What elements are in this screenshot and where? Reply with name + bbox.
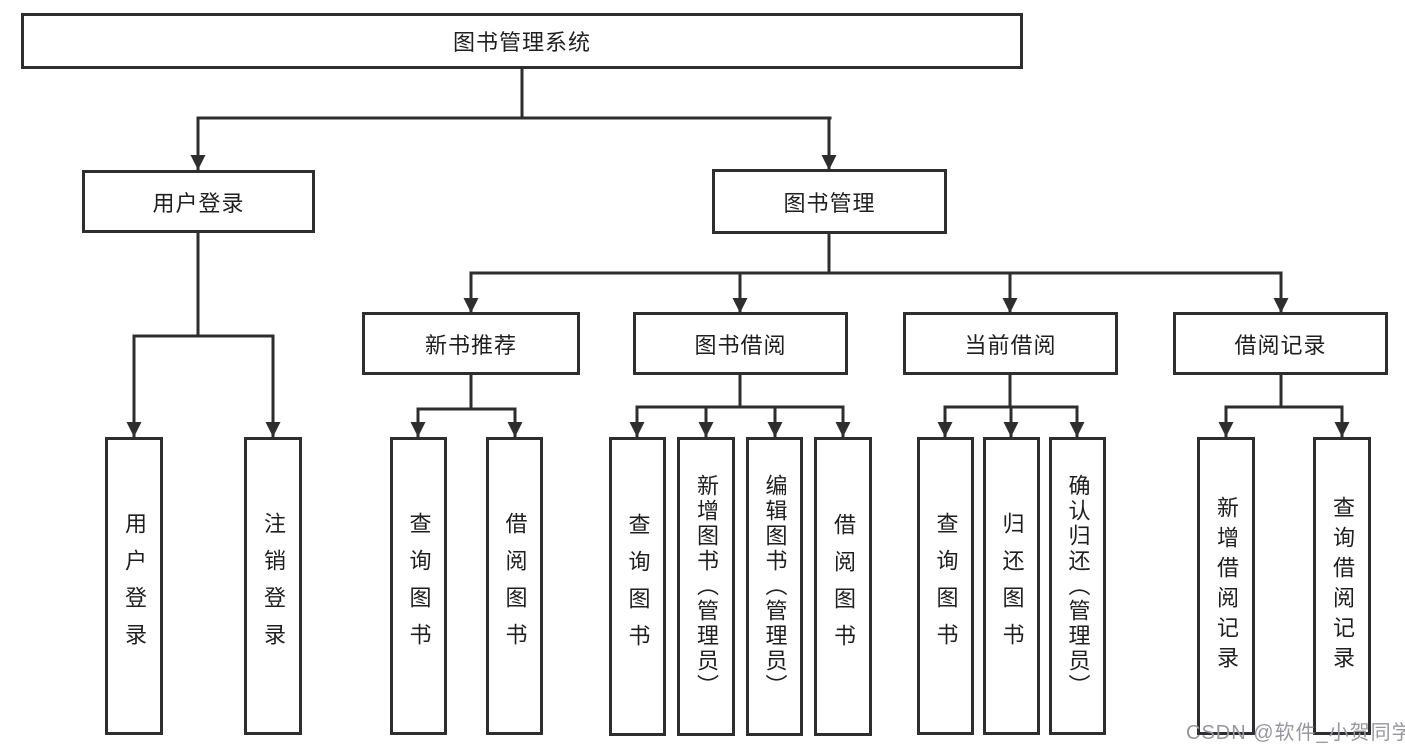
node-new-book-rec-label: 新书推荐 (424, 332, 517, 358)
node-leaf-bb-edit-books-admin: 编辑图书（管理员） (746, 437, 803, 736)
node-leaf-bb-borrow-books-label: 借阅图书 (831, 512, 856, 661)
node-book-mgmt-label: 图书管理 (783, 190, 876, 216)
csdn-watermark: CSDN @软件_小贺同学 (1186, 722, 1405, 744)
node-leaf-cb-return-books: 归还图书 (983, 437, 1040, 735)
node-leaf-user-login-label: 用户登录 (122, 512, 147, 660)
node-leaf-br-add-record: 新增借阅记录 (1197, 437, 1255, 735)
node-new-book-rec: 新书推荐 (362, 312, 580, 375)
node-leaf-cb-query-books-label: 查询图书 (933, 512, 959, 660)
node-leaf-rec-query-books-label: 查询图书 (406, 512, 432, 660)
node-leaf-user-login: 用户登录 (105, 437, 163, 735)
node-leaf-logout: 注销登录 (244, 437, 302, 735)
node-leaf-bb-borrow-books: 借阅图书 (814, 437, 872, 736)
node-leaf-br-query-record: 查询借阅记录 (1313, 437, 1371, 735)
node-leaf-cb-return-books-label: 归还图书 (999, 512, 1025, 660)
node-borrow-records-label: 借阅记录 (1234, 332, 1327, 358)
node-leaf-bb-add-books-admin: 新增图书（管理员） (677, 437, 735, 736)
node-leaf-br-query-record-label: 查询借阅记录 (1330, 496, 1355, 676)
node-leaf-cb-query-books: 查询图书 (917, 437, 974, 735)
node-user-login-label: 用户登录 (152, 190, 245, 216)
node-leaf-rec-borrow-books-label: 借阅图书 (502, 512, 528, 660)
node-leaf-cb-confirm-return-admin: 确认归还（管理员） (1049, 437, 1106, 735)
node-leaf-logout-label: 注销登录 (261, 512, 286, 660)
node-leaf-cb-confirm-return-admin-label: 确认归还（管理员） (1065, 473, 1091, 699)
node-leaf-br-add-record-label: 新增借阅记录 (1214, 496, 1239, 676)
node-user-login: 用户登录 (82, 170, 315, 233)
node-leaf-bb-add-books-admin-label: 新增图书（管理员） (694, 474, 719, 699)
node-current-borrow-label: 当前借阅 (964, 332, 1057, 358)
node-leaf-rec-query-books: 查询图书 (390, 437, 447, 735)
node-leaf-bb-query-books-label: 查询图书 (625, 512, 651, 661)
node-leaf-bb-edit-books-admin-label: 编辑图书（管理员） (762, 474, 788, 699)
node-leaf-bb-query-books: 查询图书 (609, 437, 666, 736)
node-current-borrow: 当前借阅 (903, 312, 1118, 375)
node-book-mgmt: 图书管理 (712, 169, 947, 234)
node-leaf-rec-borrow-books: 借阅图书 (486, 437, 543, 735)
node-root-label: 图书管理系统 (452, 30, 591, 55)
node-book-borrow-label: 图书借阅 (694, 332, 787, 358)
node-book-borrow: 图书借阅 (633, 312, 848, 375)
node-borrow-records: 借阅记录 (1173, 312, 1388, 375)
node-root: 图书管理系统 (21, 13, 1023, 69)
